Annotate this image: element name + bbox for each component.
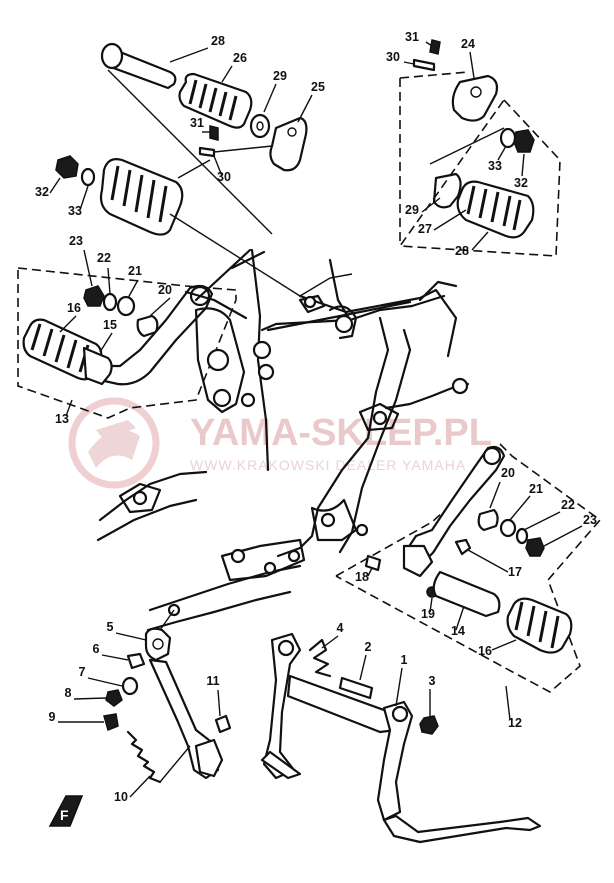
footrest-rubber-left [99,158,184,236]
footrest-rubber-28-right [456,180,535,239]
callout-32: 32 [514,176,528,190]
pivot-shaft-2 [338,676,374,700]
washer-33-right [499,127,517,149]
callout-22: 22 [97,251,111,265]
bolt-18 [364,554,382,572]
footrest-rubber-26 [178,72,253,129]
watermark-brand: YAMA-SKLEP.PL [190,412,492,454]
callout-2: 2 [365,640,372,654]
washer-29-right [432,172,462,209]
nut-32-right [513,129,535,153]
callout-7: 7 [79,665,86,679]
nut-3 [419,715,439,735]
center-stand-group [260,632,542,844]
callout-29: 29 [405,203,419,217]
callout-31: 31 [190,116,204,130]
callout-10: 10 [114,790,128,804]
spring-washer-22-left [102,292,118,312]
pin-30-right [412,58,436,72]
callout-20: 20 [158,283,172,297]
callout-9: 9 [49,710,56,724]
callout-28: 28 [455,244,469,258]
footrest-peg-15 [82,346,113,386]
callout-19: 19 [421,607,435,621]
bolt-17 [454,538,472,556]
callout-25: 25 [311,80,325,94]
watermark-tagline: WWW.KRAKOWSKI DEALER YAMAHA [190,457,466,473]
callout-4: 4 [337,621,344,635]
spring-10 [126,730,191,784]
right-front-footrest-group [335,443,602,721]
frame-body [96,248,470,632]
callout-33: 33 [488,159,502,173]
callout-20: 20 [501,466,515,480]
washer-29 [249,113,271,139]
callout-27: 27 [418,222,432,236]
left-footrest-assembly [49,155,301,297]
left-front-footrest-group [17,249,237,419]
pin-30-left [198,146,216,158]
washer-7 [121,676,139,696]
callout-24: 24 [461,37,475,51]
callout-17: 17 [508,565,522,579]
callout-30: 30 [217,170,231,184]
callout-1: 1 [401,653,408,667]
group-box-24 [398,71,561,257]
watermark: YAMA-SKLEP.PL WWW.KRAKOWSKI DEALER YAMAH… [68,397,492,489]
footrest-rubber-16-right [506,597,573,654]
collar-20-right [477,508,499,532]
callout-5: 5 [107,620,114,634]
callout-12: 12 [508,716,522,730]
callout-21: 21 [128,264,142,278]
callout-26: 26 [233,51,247,65]
washer-21-left [116,295,136,317]
callout-23: 23 [583,513,597,527]
footrest-peg-14 [432,570,501,618]
callout-8: 8 [65,686,72,700]
front-direction-label: F [60,807,69,823]
bolt-31-left [209,125,219,141]
callout-6: 6 [93,642,100,656]
callout-21: 21 [529,482,543,496]
washer-33-left [80,167,96,187]
nut-8 [105,689,123,707]
footrest-bracket-25 [269,116,308,172]
bolt-9 [103,713,119,732]
nut-23-left [83,285,105,307]
nut-32-left [55,155,79,179]
washer-6 [126,652,146,670]
callout-23: 23 [69,234,83,248]
washer-21-right [499,518,517,538]
side-stand-group [58,609,232,798]
bolt-31-right [429,39,441,55]
callout-15: 15 [103,318,117,332]
nut-23-right [525,537,545,557]
callout-13: 13 [55,412,69,426]
watermark-logo-icon [68,397,160,489]
callout-16: 16 [478,644,492,658]
callout-11: 11 [206,674,219,688]
callout-32: 32 [35,185,49,199]
callout-29: 29 [273,69,287,83]
callout-14: 14 [451,624,465,638]
center-stand-spring-4 [308,638,332,678]
callout-33: 33 [68,204,82,218]
bolt-11 [214,714,232,734]
side-stand-bracket-5 [144,627,172,662]
center-stand-frame-1 [262,632,302,780]
callout-22: 22 [561,498,575,512]
spring-washer-22-right [515,527,529,545]
callout-3: 3 [429,674,436,688]
rear-right-footrest-group [398,39,561,257]
callout-31: 31 [405,30,419,44]
callout-30: 30 [386,50,400,64]
front-direction-icon: F [48,795,84,827]
callout-16: 16 [67,301,81,315]
footrest-bracket-24 [451,74,499,122]
callout-18: 18 [355,570,369,584]
callout-28: 28 [211,34,225,48]
rear-left-footrest-group [100,42,313,235]
